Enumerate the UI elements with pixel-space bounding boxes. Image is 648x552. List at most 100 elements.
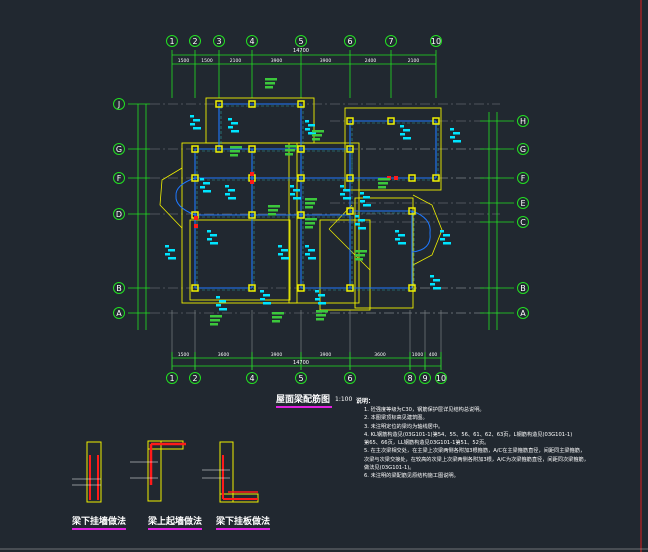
rebar-annotation bbox=[200, 178, 204, 181]
axis-label: F bbox=[521, 174, 526, 183]
rebar-annotation bbox=[400, 133, 405, 136]
note-line: 3. 未注明定位的梁均为轴线居中。 bbox=[364, 423, 444, 430]
rebar-marker bbox=[394, 176, 398, 180]
rebar-marker bbox=[194, 216, 198, 220]
rebar-annotation bbox=[165, 245, 169, 248]
rebar-annotation bbox=[433, 279, 440, 282]
rebar-annotation bbox=[308, 124, 315, 127]
dimension-segment: 1500 bbox=[178, 352, 190, 358]
rebar-annotation bbox=[360, 192, 364, 195]
rebar-annotation bbox=[305, 245, 309, 248]
axis-label: 5 bbox=[298, 37, 303, 46]
beam-annotation bbox=[305, 222, 315, 225]
rebar-annotation bbox=[207, 230, 211, 233]
beam-annotation bbox=[210, 323, 218, 326]
axis-label: 1 bbox=[169, 37, 174, 46]
rebar-annotation bbox=[395, 238, 400, 241]
rebar-annotation bbox=[210, 242, 218, 245]
axis-bubble bbox=[246, 35, 258, 47]
rebar-annotation bbox=[363, 204, 371, 207]
rebar-annotation bbox=[433, 287, 441, 290]
axis-label: 4 bbox=[249, 374, 254, 383]
dimension-total: 14700 bbox=[293, 48, 309, 54]
axis-bubble bbox=[419, 372, 431, 384]
axis-bubble bbox=[517, 197, 529, 209]
rebar-annotation bbox=[190, 123, 195, 126]
beam-annotation bbox=[355, 258, 363, 261]
rebar-annotation bbox=[305, 253, 310, 256]
rebar-annotation bbox=[358, 219, 365, 222]
rebar-annotation bbox=[260, 290, 264, 293]
rebar-annotation bbox=[290, 185, 294, 188]
rebar-annotation bbox=[278, 253, 283, 256]
axis-label: 3 bbox=[216, 37, 221, 46]
rebar-annotation bbox=[225, 185, 229, 188]
column bbox=[191, 174, 199, 182]
rebar-annotation bbox=[190, 115, 194, 118]
rebar-annotation bbox=[443, 234, 450, 237]
bay-window-outline bbox=[412, 194, 443, 266]
column bbox=[432, 117, 440, 125]
column bbox=[408, 284, 416, 292]
rebar-annotation bbox=[203, 190, 211, 193]
note-line: 5. 在主次梁相交处，在主梁上次梁两侧各附加3根箍筋，A/C在主梁箍筋直径，间距… bbox=[364, 448, 586, 455]
beam-annotation bbox=[230, 146, 242, 149]
rebar-annotation bbox=[363, 196, 370, 199]
beam-annotation bbox=[316, 310, 328, 313]
detail-label-hanging-slab: 梁下挂板做法 bbox=[216, 514, 271, 530]
rebar-annotation bbox=[165, 253, 170, 256]
axis-label: 2 bbox=[192, 37, 197, 46]
beam-annotation bbox=[312, 134, 322, 137]
column bbox=[248, 211, 256, 219]
rebar-annotation bbox=[293, 197, 301, 200]
axis-bubble bbox=[517, 307, 529, 319]
axis-label: B bbox=[116, 284, 122, 293]
dimension-segment: 2400 bbox=[365, 58, 377, 64]
beam-annotation bbox=[312, 130, 324, 133]
beam-annotation bbox=[316, 314, 326, 317]
rebar-annotation bbox=[219, 300, 226, 303]
beam-annotation bbox=[272, 312, 284, 315]
rebar-annotation bbox=[263, 294, 270, 297]
axis-bubble bbox=[517, 172, 529, 184]
column bbox=[215, 100, 223, 108]
rebar-annotation bbox=[440, 230, 444, 233]
wall-outline bbox=[354, 197, 414, 309]
axis-label: 8 bbox=[407, 374, 412, 383]
axis-bubble bbox=[295, 35, 307, 47]
beam-annotation bbox=[268, 209, 278, 212]
axis-label: 5 bbox=[298, 374, 303, 383]
column bbox=[346, 207, 354, 215]
rebar-annotation bbox=[228, 189, 235, 192]
rebar-annotation bbox=[398, 234, 405, 237]
note-line: 6. 未注明的梁配筋见原结构施工图说明。 bbox=[364, 473, 459, 480]
rebar-annotation bbox=[360, 200, 365, 203]
column bbox=[215, 145, 223, 153]
axis-bubble bbox=[113, 282, 125, 294]
beam-annotation bbox=[268, 205, 280, 208]
rebar-annotation bbox=[168, 249, 175, 252]
axis-bubble bbox=[113, 172, 125, 184]
axis-label: 4 bbox=[249, 37, 254, 46]
rebar-annotation bbox=[400, 125, 404, 128]
rebar-annotation bbox=[219, 308, 227, 311]
beam-annotation bbox=[210, 319, 220, 322]
dimension-segment: 2100 bbox=[230, 58, 242, 64]
axis-bubble bbox=[166, 35, 178, 47]
beam-annotation bbox=[305, 202, 315, 205]
rebar-annotation bbox=[203, 182, 210, 185]
rebar-annotation bbox=[315, 298, 320, 301]
drawing-scale: 1:100 bbox=[335, 396, 353, 403]
axis-bubble bbox=[517, 216, 529, 228]
axis-bubble bbox=[344, 372, 356, 384]
axis-bubble bbox=[246, 372, 258, 384]
column bbox=[297, 284, 305, 292]
dimension-segment: 3900 bbox=[320, 58, 332, 64]
beam-annotation bbox=[265, 82, 275, 85]
column bbox=[248, 100, 256, 108]
axis-bubble bbox=[189, 35, 201, 47]
rebar-annotation bbox=[281, 249, 288, 252]
axis-bubble bbox=[517, 143, 529, 155]
beam-annotation bbox=[210, 315, 222, 318]
